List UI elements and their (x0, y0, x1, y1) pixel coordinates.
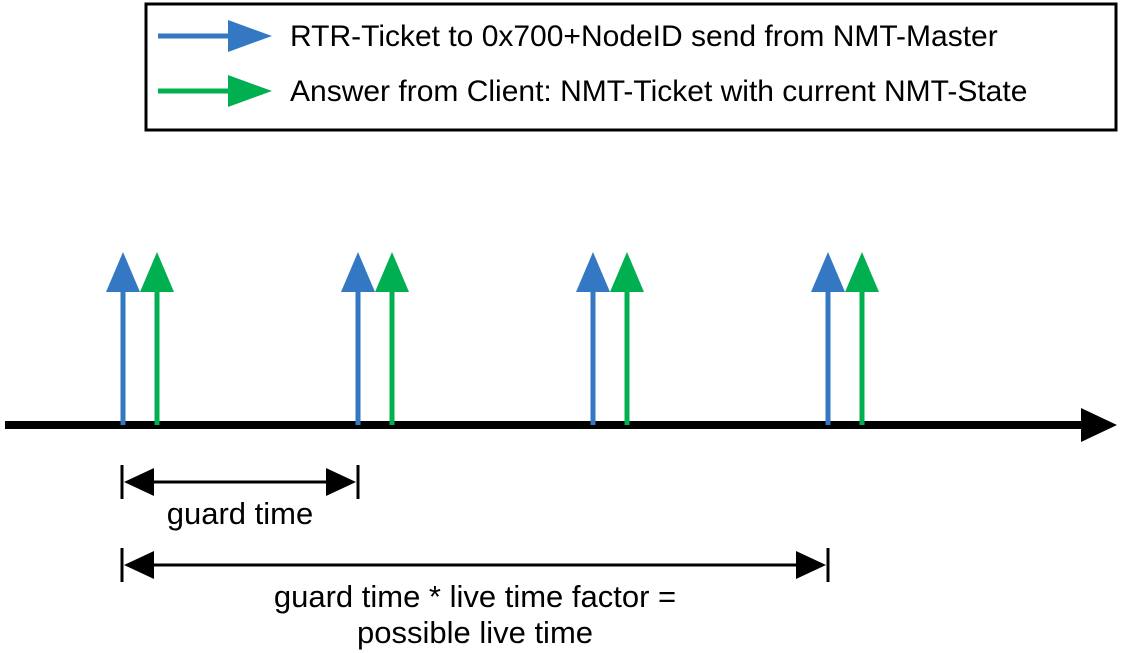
time-axis (5, 408, 1117, 442)
event-arrow-head (811, 252, 845, 292)
legend-label-rtr-ticket: RTR-Ticket to 0x700+NodeID send from NMT… (290, 20, 998, 53)
legend-item-nmt-answer: Answer from Client: NMT-Ticket with curr… (158, 75, 1027, 108)
measurement-guard-time: guard time (120, 465, 360, 531)
event-arrow-head (576, 252, 610, 292)
legend-label-nmt-answer: Answer from Client: NMT-Ticket with curr… (290, 75, 1027, 108)
event-arrow-head (341, 252, 375, 292)
blue-right-arrow-head (228, 20, 272, 52)
legend-item-rtr-ticket: RTR-Ticket to 0x700+NodeID send from NMT… (158, 20, 998, 53)
live-time-label-line-2: possible live time (357, 615, 593, 650)
legend: RTR-Ticket to 0x700+NodeID send from NMT… (144, 2, 1118, 132)
event-arrow-nmt-response-1 (140, 252, 174, 425)
event-arrow-head (845, 252, 879, 292)
event-arrow-head (140, 252, 174, 292)
event-arrow-head (610, 252, 644, 292)
guard-time-arrow-head-left (124, 468, 154, 496)
event-arrow-group (106, 252, 879, 425)
time-axis-arrow-head (1081, 408, 1117, 442)
event-arrow-rtr-request-1 (106, 252, 140, 425)
event-arrow-nmt-response-2 (375, 252, 409, 425)
event-arrow-rtr-request-4 (811, 252, 845, 425)
event-arrow-rtr-request-3 (576, 252, 610, 425)
event-arrow-head (375, 252, 409, 292)
event-arrow-nmt-response-4 (845, 252, 879, 425)
event-arrow-nmt-response-3 (610, 252, 644, 425)
guard-time-label-line-1: guard time (167, 496, 313, 531)
live-time-arrow-head-left (124, 551, 154, 579)
live-time-arrow-head-right (796, 551, 826, 579)
green-right-arrow-head (228, 75, 272, 107)
measurement-possible-live-time: guard time * live time factor = possible… (120, 548, 830, 650)
live-time-label-line-1: guard time * live time factor = (274, 579, 676, 614)
event-arrow-rtr-request-2 (341, 252, 375, 425)
legend-border (144, 2, 1118, 132)
guard-time-arrow-head-right (326, 468, 356, 496)
event-arrow-head (106, 252, 140, 292)
